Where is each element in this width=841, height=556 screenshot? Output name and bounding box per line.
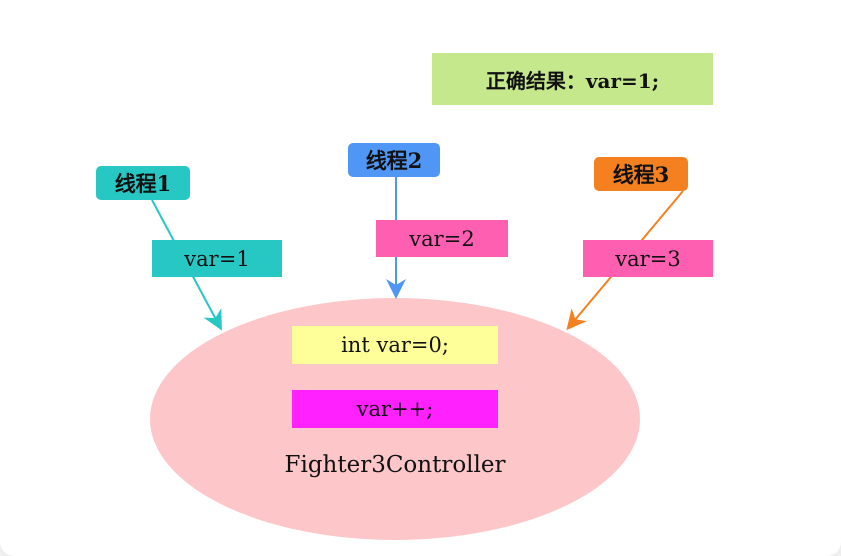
correct-result-box: 正确结果：var=1;: [432, 53, 713, 105]
increment-code-box: var++;: [292, 390, 498, 428]
init-code-box: int var=0;: [292, 326, 498, 364]
thread3-value: var=3: [583, 240, 713, 277]
controller-name: Fighter3Controller: [284, 452, 506, 478]
thread2-value: var=2: [376, 220, 508, 257]
thread3-label: 线程3: [594, 157, 688, 191]
thread1-label: 线程1: [96, 166, 190, 200]
thread2-label: 线程2: [348, 143, 440, 177]
thread1-value: var=1: [152, 240, 282, 277]
